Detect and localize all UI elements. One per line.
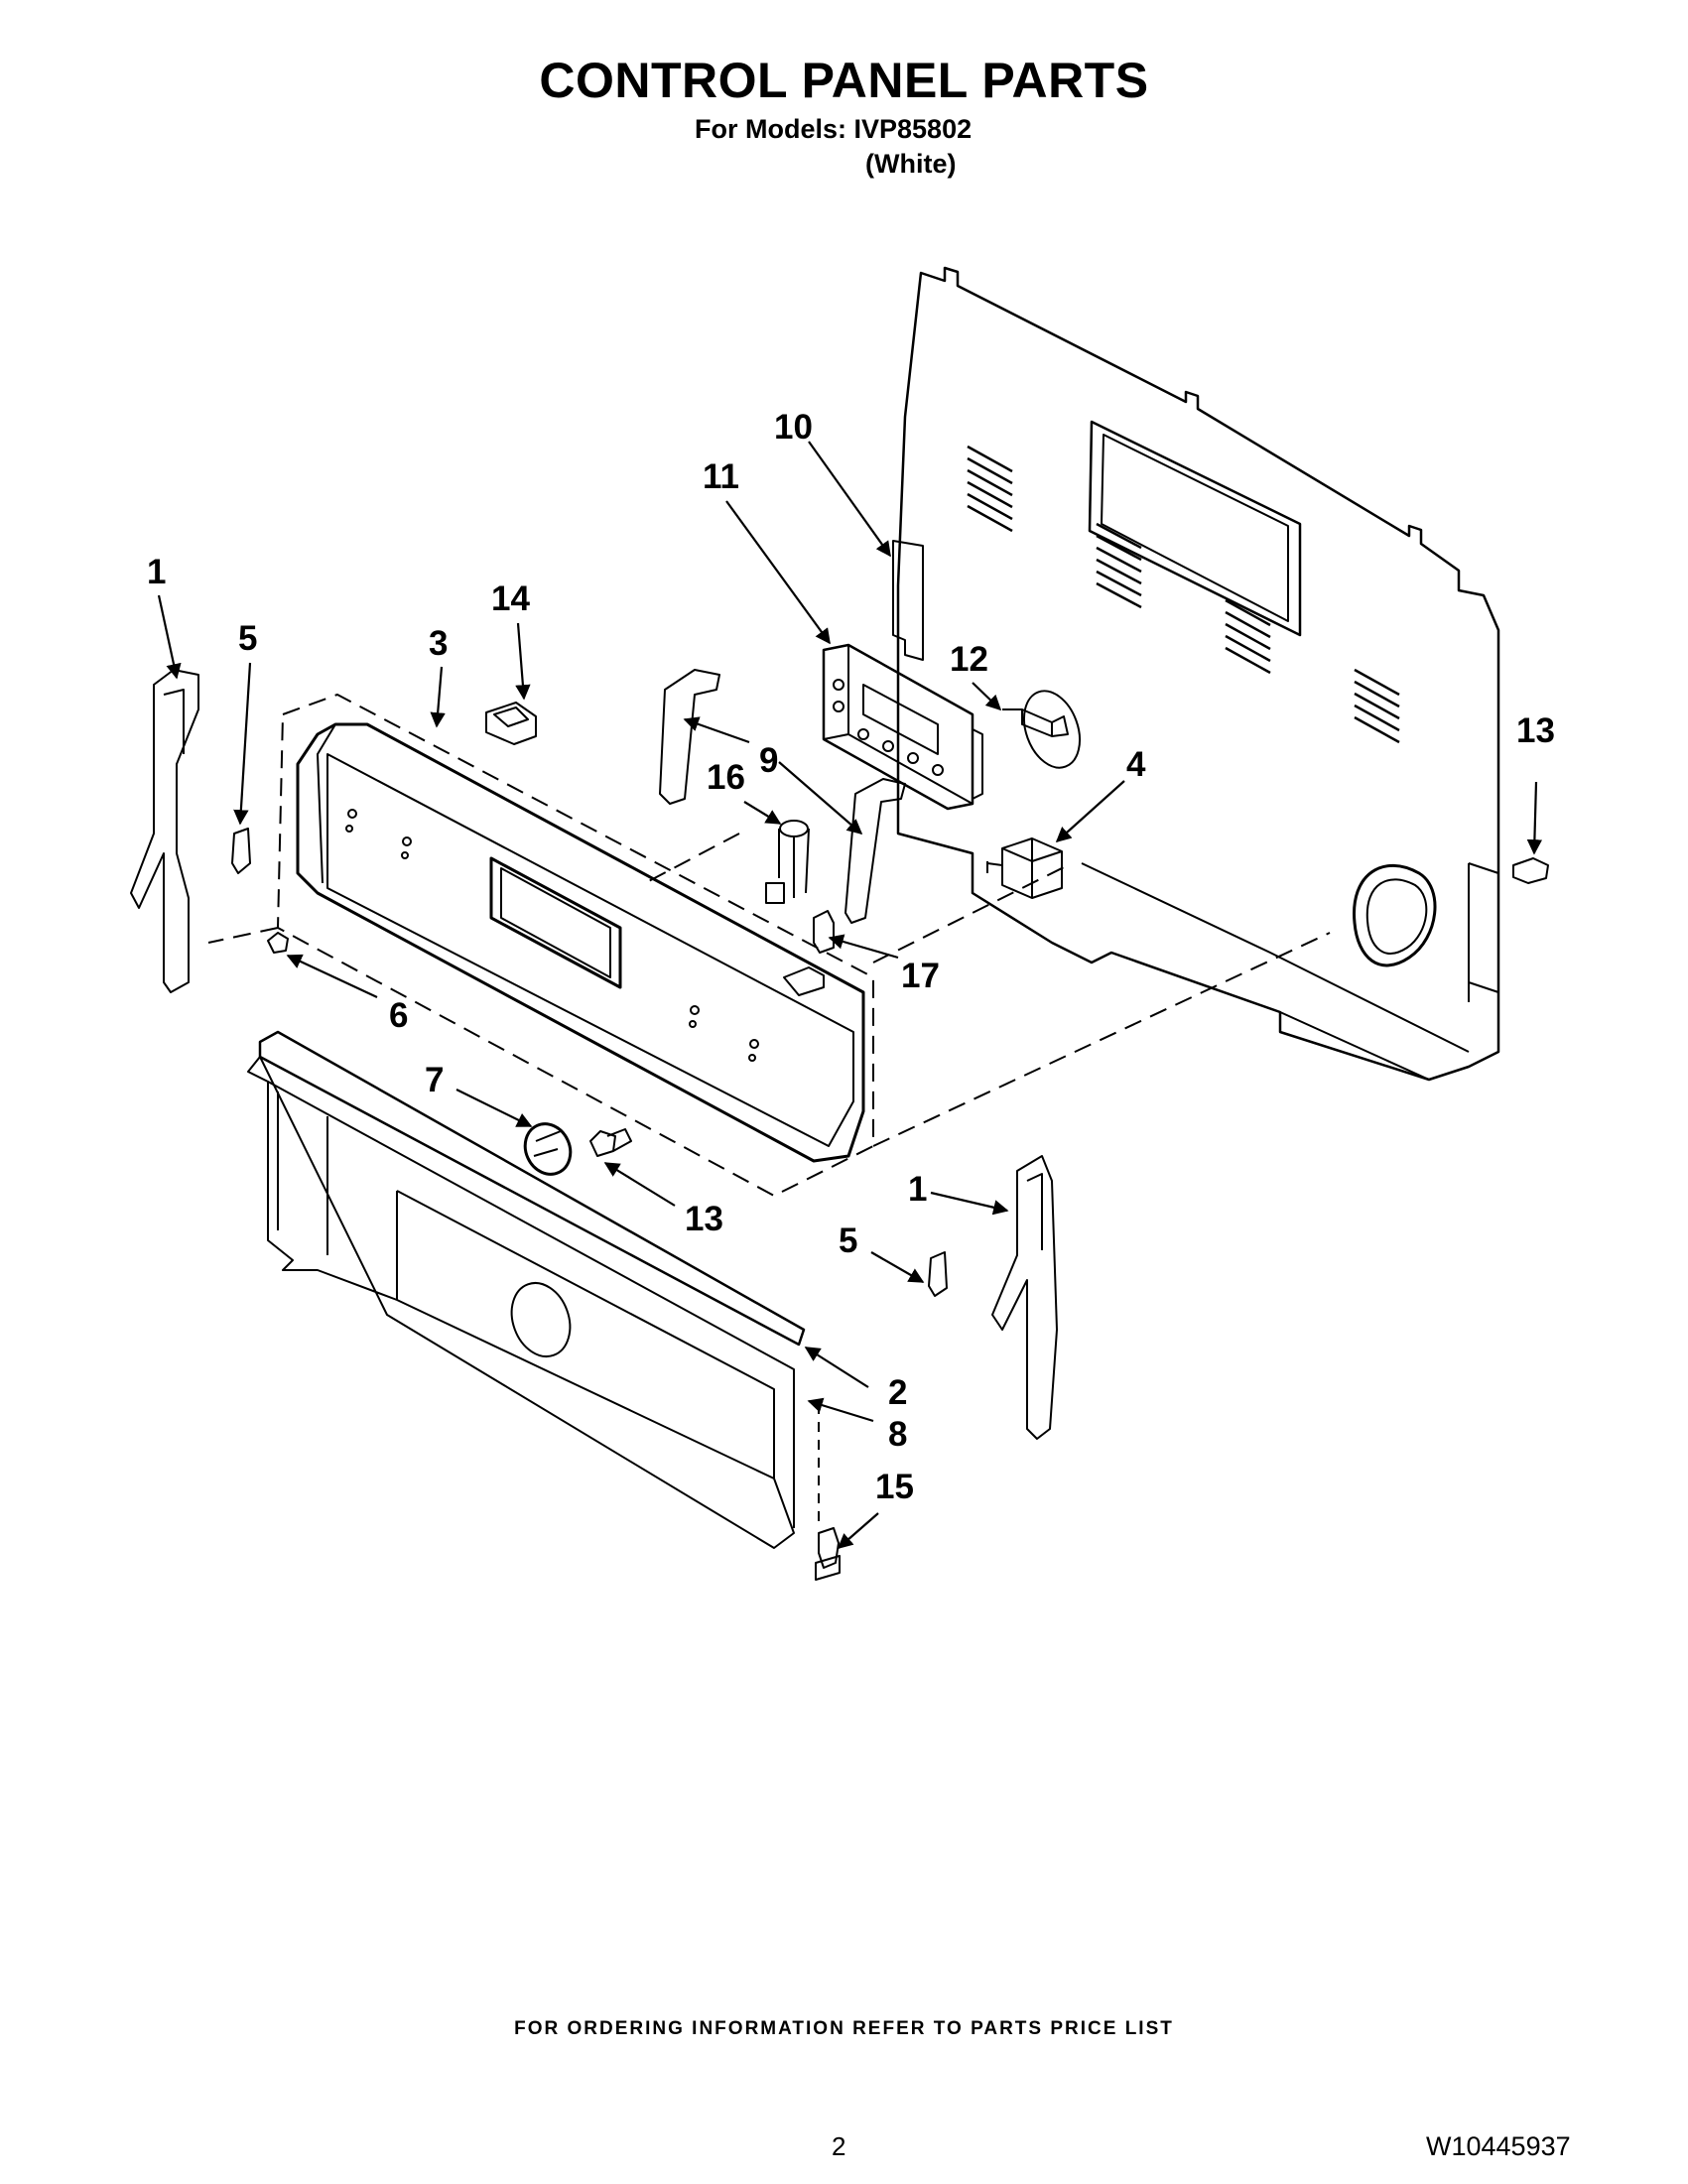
assembly-outline (277, 694, 874, 1197)
part-15-screw (815, 1527, 841, 1581)
callout-2: 2 (888, 1373, 907, 1412)
callout-5-left: 5 (238, 619, 257, 658)
part-13-screw-right (1512, 857, 1549, 884)
part-1-side-bracket-right (991, 1155, 1058, 1440)
rear-panel-housing (896, 266, 1500, 1082)
part-5-clip-left (231, 828, 251, 874)
color-line: (White) (865, 149, 957, 179)
part-1-side-bracket-left (130, 669, 199, 993)
callout-16: 16 (707, 758, 745, 797)
callout-14: 14 (491, 579, 530, 618)
part-11-control-board (822, 643, 983, 811)
callout-1-left: 1 (147, 553, 166, 591)
callout-10: 10 (774, 408, 813, 447)
part-8-lower-panel (247, 1030, 806, 1549)
callout-9: 9 (759, 741, 778, 780)
part-12-screw (1002, 690, 1082, 769)
callout-17: 17 (901, 957, 940, 995)
part-5-clip-right (928, 1251, 948, 1297)
callout-11: 11 (703, 457, 739, 496)
callout-12: 12 (950, 640, 988, 679)
part-14-clip (485, 702, 537, 745)
part-4-switch (986, 837, 1063, 899)
part-13-screw-center (589, 1128, 632, 1157)
page-number: 2 (832, 2131, 846, 2161)
callout-4: 4 (1126, 745, 1146, 784)
callout-labels: 1 5 3 14 11 10 12 16 9 4 13 17 6 7 13 1 … (147, 408, 1555, 1506)
ordering-note: FOR ORDERING INFORMATION REFER TO PARTS … (514, 2018, 1174, 2039)
callout-8: 8 (888, 1415, 907, 1454)
vent-slots (967, 445, 1400, 744)
callout-3: 3 (429, 624, 448, 663)
part-17-lamp (813, 910, 835, 954)
callout-6: 6 (389, 996, 408, 1035)
callout-13-center: 13 (685, 1200, 723, 1238)
callout-1-right: 1 (908, 1170, 927, 1209)
callout-15: 15 (875, 1468, 914, 1506)
models-line: For Models: IVP85802 (695, 114, 973, 144)
callout-5-right: 5 (839, 1221, 857, 1260)
part-9-bracket-left (659, 669, 720, 805)
part-3-console (296, 722, 865, 1163)
part-10-bracket (892, 540, 924, 661)
part-6-screw (267, 932, 289, 954)
callout-7: 7 (425, 1061, 444, 1099)
part-16-harness (765, 820, 810, 904)
callout-13-right: 13 (1516, 711, 1555, 750)
document-number: W10445937 (1426, 2131, 1571, 2161)
page-title: CONTROL PANEL PARTS (539, 53, 1149, 108)
leader-arrows (157, 441, 1543, 1550)
part-9-bracket-right (844, 778, 906, 924)
part-7-knob (523, 1122, 573, 1176)
